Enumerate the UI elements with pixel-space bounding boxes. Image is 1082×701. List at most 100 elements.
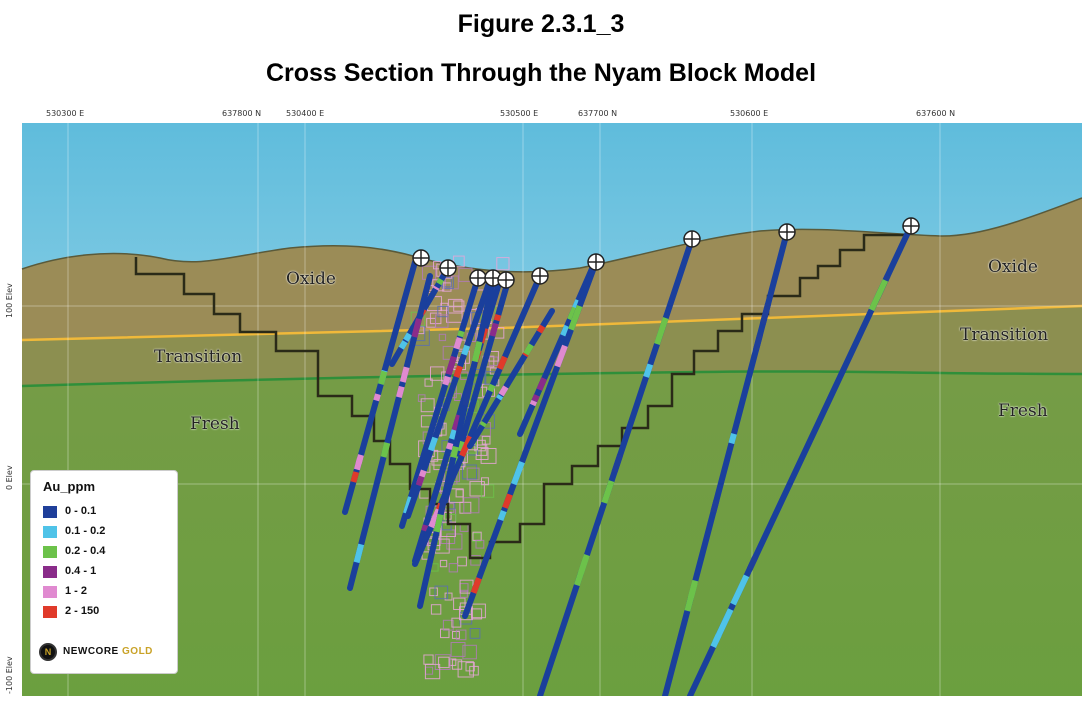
legend-swatch xyxy=(43,606,57,618)
block-cell xyxy=(439,559,448,568)
zone-label-oxide: Oxide xyxy=(988,257,1038,277)
block-cell xyxy=(435,314,449,328)
grade-interval xyxy=(487,383,496,393)
legend-swatch xyxy=(43,566,57,578)
drillholes xyxy=(342,223,914,699)
zone-label-transition: Transition xyxy=(154,347,243,367)
block-cell xyxy=(469,481,485,497)
grade-interval xyxy=(759,303,772,325)
grade-interval xyxy=(611,453,624,474)
block-cell xyxy=(496,257,510,271)
grade-interval xyxy=(377,370,388,386)
block-cell xyxy=(469,665,479,676)
legend-title: Au_ppm xyxy=(43,479,95,494)
zone-label-oxide: Oxide xyxy=(286,269,336,289)
block-cell xyxy=(434,654,451,671)
legend-item-label: 2 - 150 xyxy=(65,605,100,617)
grade-interval xyxy=(437,498,447,517)
block-cell xyxy=(470,555,481,566)
grade-interval xyxy=(752,333,763,352)
grade-interval xyxy=(536,324,546,334)
legend-item-label: 0.4 - 1 xyxy=(65,565,97,577)
oxide-zone xyxy=(22,198,1082,340)
grade-interval xyxy=(453,365,463,378)
grade-interval xyxy=(536,377,547,391)
grade-interval xyxy=(461,344,471,356)
grade-interval xyxy=(355,454,364,465)
grade-interval xyxy=(421,524,429,532)
block-cell xyxy=(451,617,462,628)
block-cell xyxy=(424,663,441,680)
grade-interval xyxy=(567,306,578,321)
grade-interval xyxy=(381,442,391,454)
grade-interval xyxy=(411,318,422,338)
block-cell xyxy=(420,398,435,413)
block-cell xyxy=(471,608,483,620)
grade-interval xyxy=(449,429,458,440)
block-cell xyxy=(448,563,459,573)
grade-interval xyxy=(451,414,462,431)
block-cell xyxy=(480,448,497,464)
grade-interval xyxy=(470,577,482,594)
oxide-boundary-line xyxy=(21,304,1082,342)
axis-label-easting: 530600 E xyxy=(730,109,769,118)
drillhole-trace xyxy=(342,259,418,515)
grade-interval xyxy=(496,355,508,371)
grade-interval xyxy=(502,493,513,509)
block-cell xyxy=(462,464,478,480)
drillhole-trace xyxy=(417,278,496,609)
grade-interval xyxy=(710,499,720,513)
grade-interval xyxy=(529,399,538,407)
grade-interval xyxy=(395,385,405,399)
transition-zone xyxy=(22,306,1082,386)
legend-item-label: 1 - 2 xyxy=(65,585,88,597)
block-cell xyxy=(430,366,445,381)
drillhole-collars xyxy=(412,217,920,289)
grade-interval xyxy=(572,299,582,310)
grade-interval xyxy=(433,513,444,533)
grade-interval xyxy=(479,421,487,428)
grade-interval xyxy=(353,543,365,564)
axis-label-easting: 530300 E xyxy=(46,109,85,118)
grade-legend: Au_ppm 0 - 0.1 0.1 - 0.2 0.2 - 0.4 0.4 -… xyxy=(30,470,178,674)
block-cell xyxy=(442,619,454,631)
legend-item-label: 0.2 - 0.4 xyxy=(65,545,106,557)
grade-interval xyxy=(399,366,410,383)
block-cell xyxy=(462,644,477,660)
figure-number: Figure 2.3.1_3 xyxy=(457,10,625,38)
grade-interval xyxy=(687,582,698,599)
block-cell xyxy=(437,305,449,318)
elevation-label: 0 Elev xyxy=(5,465,14,490)
grade-interval xyxy=(746,554,759,571)
block-cell xyxy=(469,628,481,639)
legend-swatch xyxy=(43,506,57,518)
grade-interval xyxy=(730,574,750,606)
grade-interval xyxy=(445,356,457,376)
axis-label-northing: 637600 N xyxy=(916,109,956,118)
zone-label-transition: Transition xyxy=(960,325,1049,345)
block-cell xyxy=(481,435,491,445)
legend-swatch xyxy=(43,586,57,598)
grade-interval xyxy=(398,340,408,350)
block-cell xyxy=(481,477,489,486)
axis-label-easting: 530500 E xyxy=(500,109,539,118)
grade-interval xyxy=(403,332,413,342)
cross-section-canvas xyxy=(21,123,1082,699)
block-cell xyxy=(434,585,449,600)
grade-interval xyxy=(462,383,473,407)
grade-interval xyxy=(496,394,504,401)
block-cell xyxy=(438,333,447,342)
grade-interval xyxy=(497,510,507,522)
grade-interval xyxy=(531,394,540,403)
axis-label-northing: 637700 N xyxy=(578,109,618,118)
transition-boundary-line xyxy=(21,370,1082,388)
block-cell xyxy=(455,629,467,641)
grade-interval xyxy=(453,336,463,350)
block-cell xyxy=(460,371,469,380)
elevation-label: 100 Elev xyxy=(5,283,14,318)
axis-label-easting: 530400 E xyxy=(286,109,325,118)
grid-lines xyxy=(22,123,1082,696)
grade-interval xyxy=(433,285,440,291)
block-cell xyxy=(475,539,485,549)
block-cell xyxy=(424,378,433,387)
